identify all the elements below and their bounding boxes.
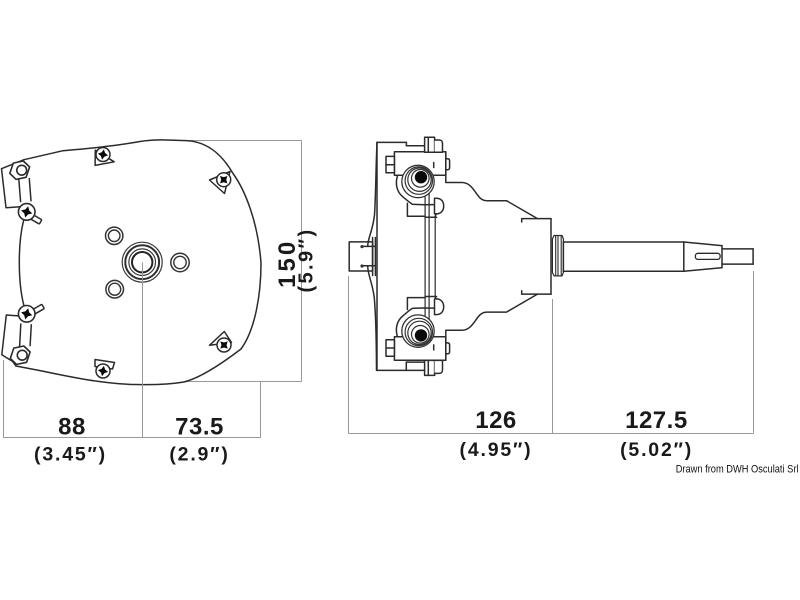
- svg-text:88: 88: [58, 414, 86, 441]
- svg-text:(2.9″): (2.9″): [169, 444, 229, 466]
- svg-text:(5.02″): (5.02″): [620, 439, 693, 461]
- svg-text:(5.9″): (5.9″): [296, 227, 318, 292]
- svg-text:(3.45″): (3.45″): [34, 444, 107, 466]
- svg-text:127.5: 127.5: [625, 407, 688, 434]
- svg-text:73.5: 73.5: [175, 414, 224, 441]
- svg-text:126: 126: [475, 407, 517, 434]
- svg-text:Drawn from DWH Osculati Srl: Drawn from DWH Osculati Srl: [676, 464, 799, 476]
- svg-text:150: 150: [274, 239, 301, 288]
- svg-text:(4.95″): (4.95″): [460, 439, 533, 461]
